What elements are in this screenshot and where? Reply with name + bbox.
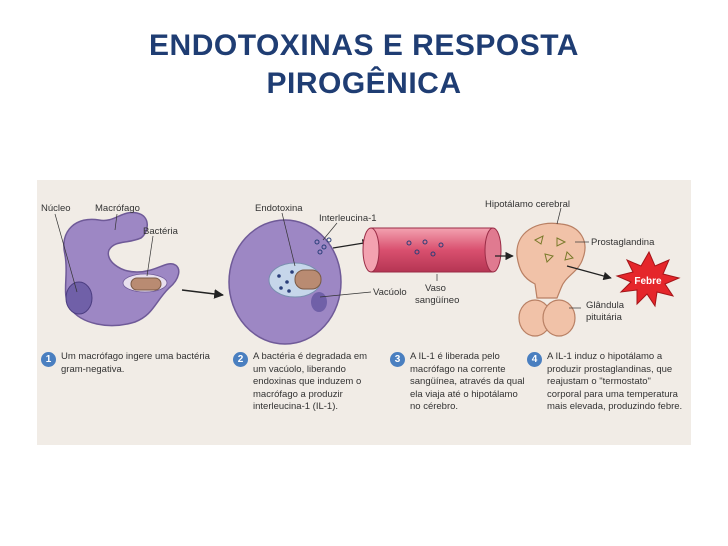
step-4-text: A IL-1 induz o hipotálamo a produzir pro… [547,351,683,412]
nucleus-1 [65,281,93,315]
label-interleucina: Interleucina-1 [319,213,377,224]
label-febre: Febre [634,276,662,287]
pyrogenic-diagram: Núcleo Macrófago Bactéria Endotoxina Int… [41,199,681,345]
title-line-2: PIROGÊNICA [266,67,462,100]
label-vaso-2: sangüíneo [415,295,459,306]
diagram-panel: Núcleo Macrófago Bactéria Endotoxina Int… [37,180,691,445]
macrophage-1 [63,211,180,327]
step-2-badge: 2 [233,352,248,367]
bacterium-1 [130,277,162,291]
pituitary-gland [518,299,576,337]
fever-burst [615,250,681,308]
label-prostaglandina: Prostaglandina [591,237,655,248]
step-2-text: A bactéria é degradada em um vacúolo, li… [253,351,368,412]
label-bacteria: Bactéria [143,226,179,237]
step-1-badge: 1 [41,352,56,367]
hypothalamus [516,222,586,299]
label-macrofago: Macrófago [95,203,140,214]
title-line-1: ENDOTOXINAS E RESPOSTA [149,29,579,62]
arrow-4 [566,265,612,281]
label-nucleo: Núcleo [41,203,71,214]
step-1-text: Um macrófago ingere uma bactéria gram-ne… [61,351,210,375]
step-3-badge: 3 [390,352,405,367]
step-3-text: A IL-1 é liberada pelo macrófago na corr… [410,351,525,412]
macrophage-2 [228,219,342,345]
label-hipotalamo: Hipotálamo cerebral [485,199,570,210]
step-4-badge: 4 [527,352,542,367]
label-endotoxina: Endotoxina [255,203,303,214]
arrow-1 [181,289,224,299]
label-vaso-1: Vaso [425,283,446,294]
label-glandula-1: Glândula [586,300,625,311]
label-glandula-2: pituitária [586,312,623,323]
label-vacuolo: Vacúolo [373,287,407,298]
blood-vessel [362,227,502,273]
